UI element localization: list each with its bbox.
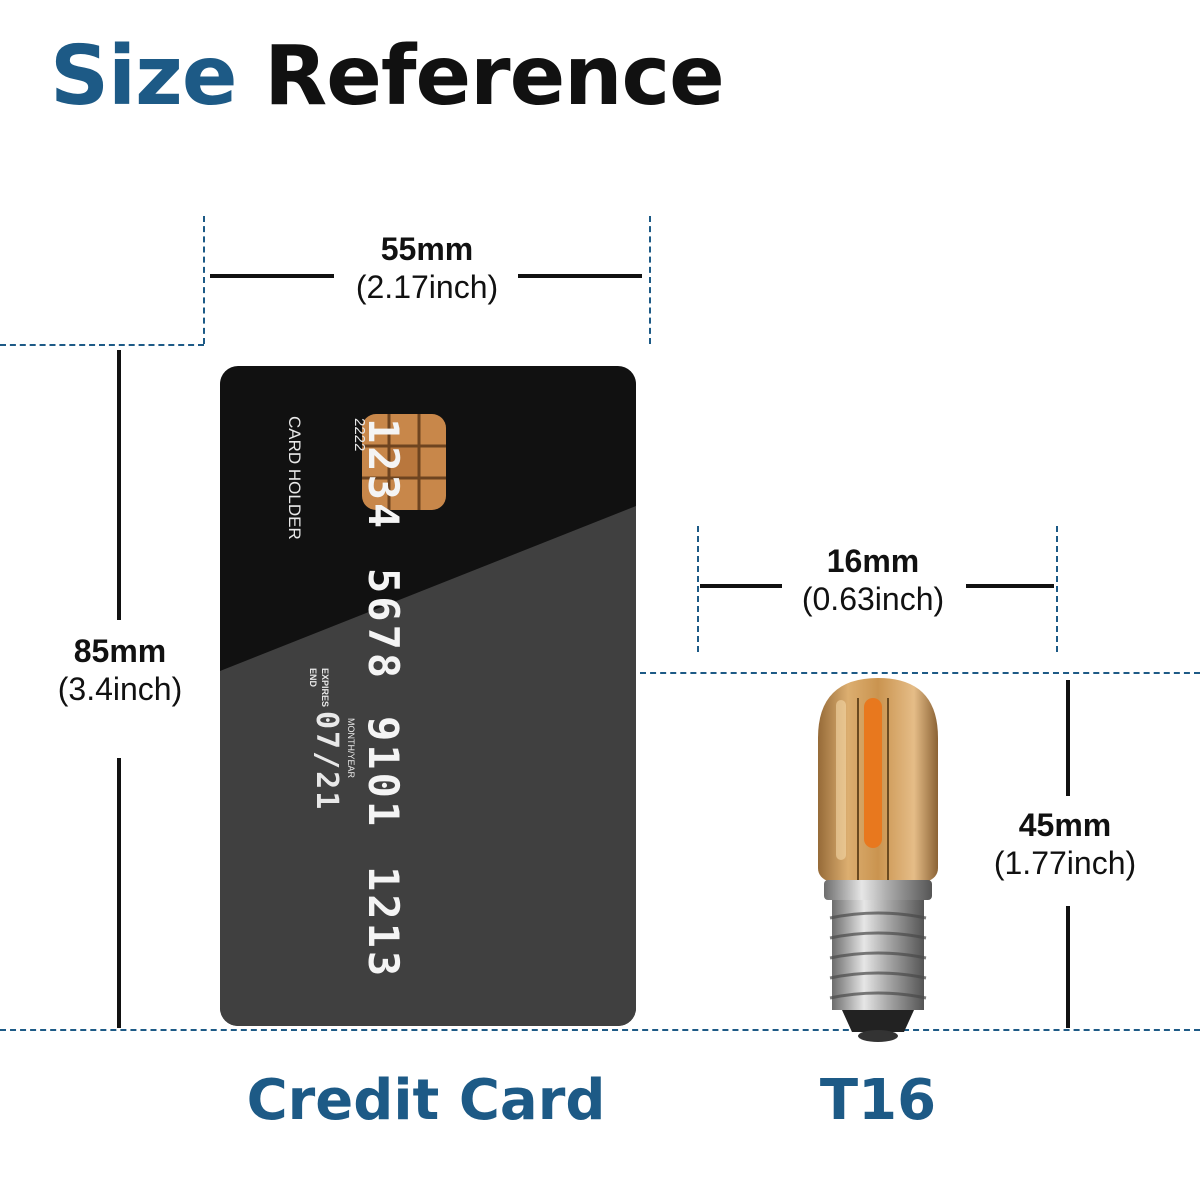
card-holder-label: CARD HOLDER xyxy=(285,416,304,540)
card-number-group-4: 1213 xyxy=(359,866,408,980)
card-width-mm: 55mm xyxy=(380,231,474,267)
card-right-guide xyxy=(649,216,651,344)
card-height-inch: (3.4inch) xyxy=(57,671,183,708)
bulb-left-guide xyxy=(697,526,699,652)
card-face: 1234 5678 9101 1213 2222 CARD HOLDER EXP… xyxy=(220,366,636,1026)
bulb-height-bar-top xyxy=(1066,680,1070,796)
page-title: Size Reference xyxy=(50,28,725,126)
bulb-top-guide xyxy=(640,672,1200,674)
bulb-height-label: 45mm (1.77inch) xyxy=(968,806,1162,883)
card-left-guide xyxy=(203,216,205,344)
card-diagonal-shade xyxy=(220,506,636,1026)
bulb-width-inch: (0.63inch) xyxy=(801,581,945,618)
card-height-mm: 85mm xyxy=(73,633,167,669)
bulb-caption: T16 xyxy=(819,1068,937,1133)
bulb-height-mm: 45mm xyxy=(1018,807,1112,843)
title-word-size: Size xyxy=(50,29,238,124)
baseline-guide xyxy=(0,1029,1200,1031)
card-number-group-3: 9101 xyxy=(359,716,408,830)
card-caption: Credit Card xyxy=(246,1068,606,1133)
card-small-number: 2222 xyxy=(351,418,368,452)
bulb-width-bar-left xyxy=(700,584,782,588)
card-width-bar-right xyxy=(518,274,642,278)
card-month-year-label: MONTH/YEAR xyxy=(346,718,356,779)
title-word-reference: Reference xyxy=(264,29,725,124)
card-width-label: 55mm (2.17inch) xyxy=(322,230,532,307)
card-end-label: END xyxy=(308,668,318,688)
bulb-width-label: 16mm (0.63inch) xyxy=(772,542,974,619)
card-height-bar-top xyxy=(117,350,121,620)
card-height-label: 85mm (3.4inch) xyxy=(30,632,210,709)
card-expires-label: EXPIRES xyxy=(320,668,330,708)
bulb-width-mm: 16mm xyxy=(826,543,920,579)
bulb-width-bar-right xyxy=(966,584,1054,588)
bulb-right-guide xyxy=(1056,526,1058,652)
chip-icon xyxy=(362,414,446,510)
bulb-height-inch: (1.77inch) xyxy=(993,845,1137,882)
card-top-guide xyxy=(0,344,204,346)
card-expiry-date: 07/21 xyxy=(309,711,344,812)
t16-bulb-image xyxy=(818,678,938,1042)
card-width-bar-left xyxy=(210,274,334,278)
card-width-inch: (2.17inch) xyxy=(355,269,499,306)
card-number-group-2: 5678 xyxy=(359,568,408,682)
bulb-height-bar-bottom xyxy=(1066,906,1070,1028)
card-height-bar-bottom xyxy=(117,758,121,1028)
credit-card-image: 1234 5678 9101 1213 2222 CARD HOLDER EXP… xyxy=(220,366,636,1026)
